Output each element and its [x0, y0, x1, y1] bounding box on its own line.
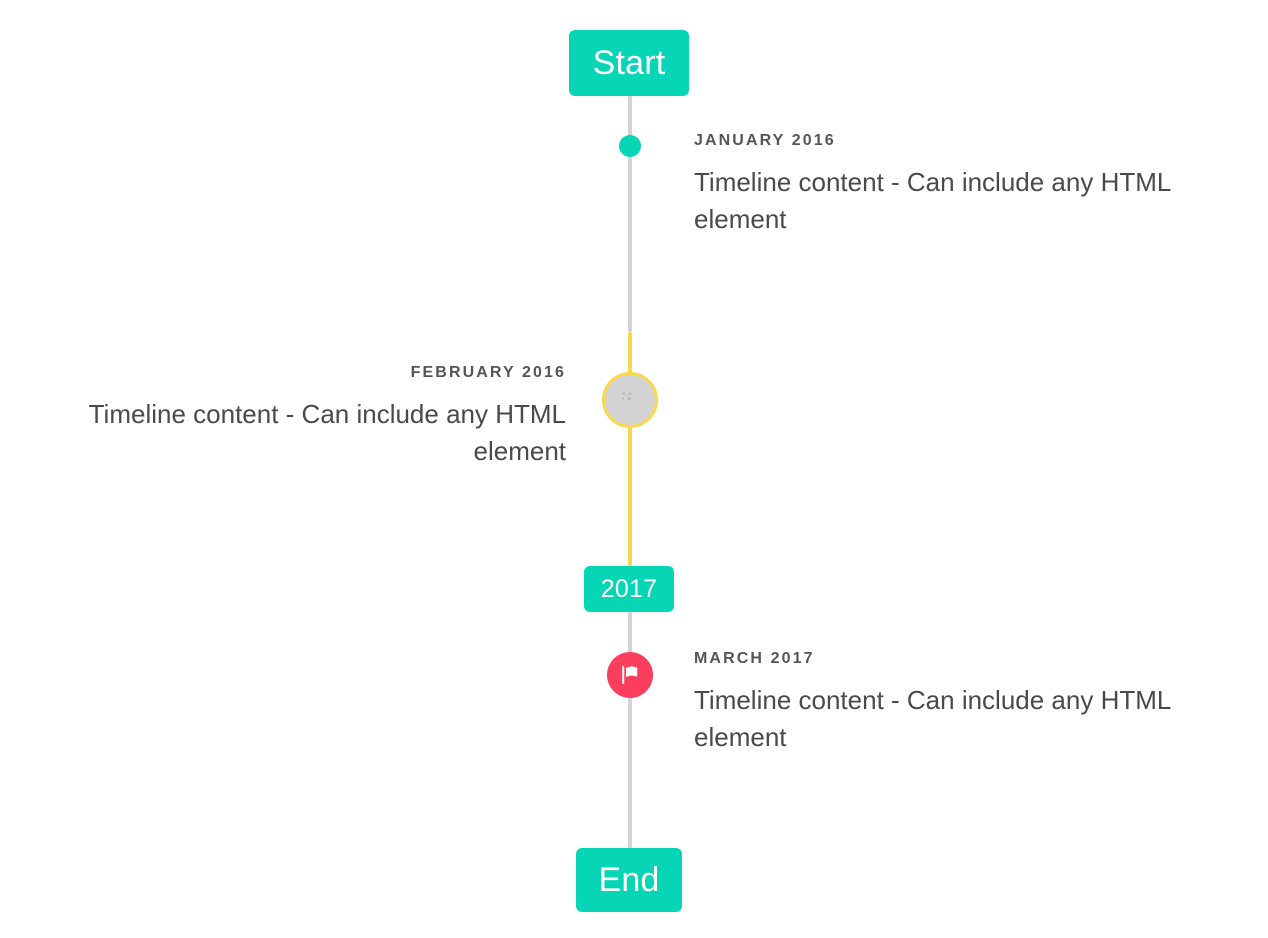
timeline-line-segment-gray-bottom [628, 612, 632, 850]
timeline-year-badge-label: 2017 [600, 574, 658, 603]
timeline-line-segment-yellow [628, 332, 632, 566]
timeline-entry-body: Timeline content - Can include any HTML … [694, 167, 1171, 235]
timeline-entry-date: February 2016 [410, 364, 566, 381]
timeline-marker-image-placeholder[interactable] [602, 372, 658, 428]
timeline-entry-february-2016: February 2016 Timeline content - Can inc… [34, 363, 566, 470]
timeline-entry-date: January 2016 [694, 132, 836, 149]
timeline-end-badge[interactable]: End [576, 848, 682, 912]
timeline-start-badge-label: Start [592, 44, 666, 82]
timeline-start-badge[interactable]: Start [569, 30, 689, 96]
timeline-entry-march-2017: March 2017 Timeline content - Can includ… [694, 649, 1234, 756]
timeline-entry-date: March 2017 [694, 650, 815, 667]
timeline-marker-dot[interactable] [619, 135, 641, 157]
timeline-year-badge[interactable]: 2017 [584, 566, 674, 612]
flag-icon [622, 666, 638, 684]
broken-image-icon [622, 392, 632, 400]
timeline-entry-body: Timeline content - Can include any HTML … [88, 399, 566, 467]
timeline-line-segment-gray-top [628, 94, 632, 332]
timeline-entry-january-2016: January 2016 Timeline content - Can incl… [694, 131, 1234, 238]
timeline-marker-flag[interactable] [607, 652, 653, 698]
timeline-entry-body: Timeline content - Can include any HTML … [694, 685, 1171, 753]
timeline-end-badge-label: End [598, 861, 660, 899]
